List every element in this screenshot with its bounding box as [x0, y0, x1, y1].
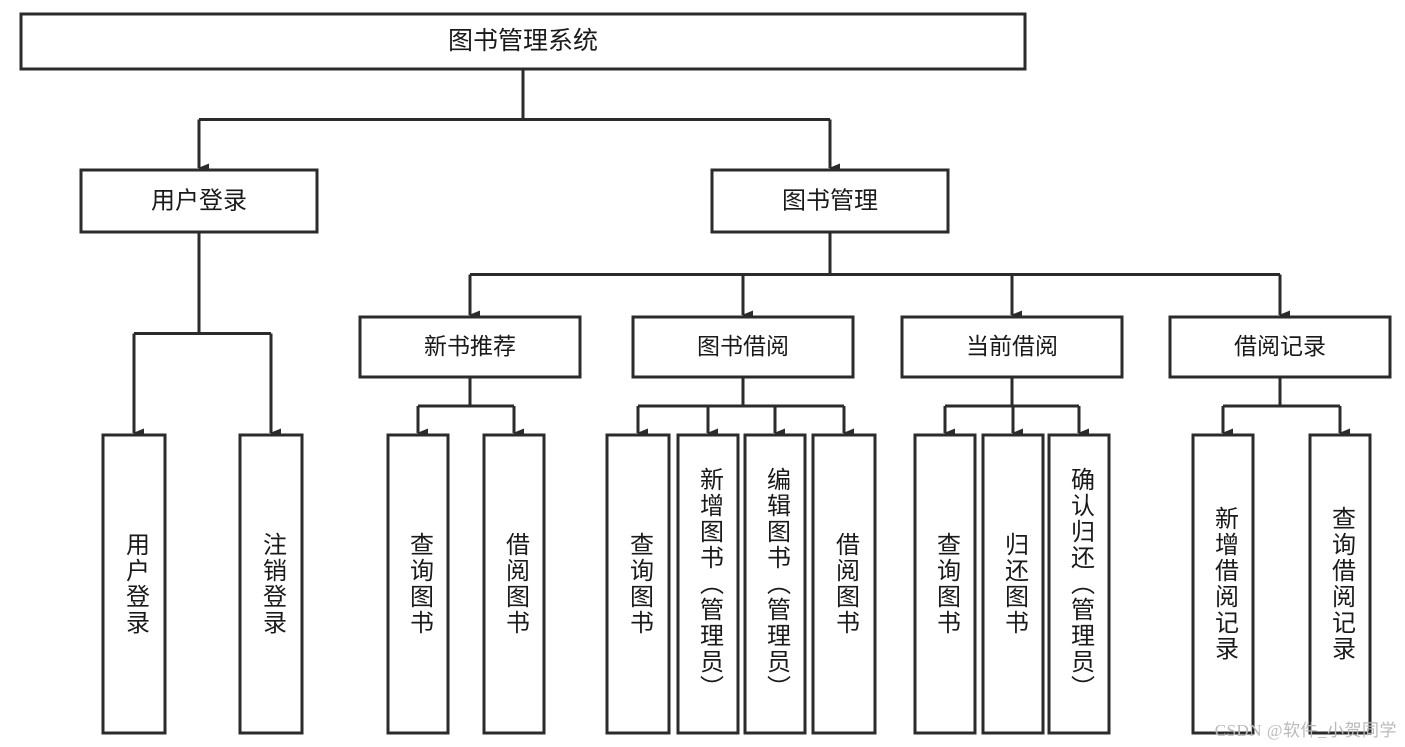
node-box-leaf-user-login [101, 433, 167, 735]
node-leaf-logout[interactable] [238, 433, 304, 735]
node-box-leaf-return-book [981, 433, 1045, 735]
node-box-leaf-borrow-book-2 [811, 433, 877, 735]
node-box-leaf-add-record [1191, 433, 1255, 735]
node-box-leaf-confirm-return [1047, 433, 1111, 735]
node-box-leaf-logout [238, 433, 304, 735]
node-label-new-book-rec: 新书推荐 [424, 333, 516, 359]
node-box-book-manage [710, 168, 950, 234]
node-label-root: 图书管理系统 [448, 27, 598, 55]
node-leaf-return-book[interactable] [981, 433, 1045, 735]
node-box-new-book-rec [358, 315, 582, 379]
node-leaf-borrow-book-1[interactable] [482, 433, 546, 735]
node-box-book-borrow [631, 315, 855, 379]
node-box-user-login [79, 168, 319, 234]
node-label-current-borrow: 当前借阅 [966, 333, 1058, 359]
node-book-borrow[interactable]: 图书借阅 [631, 315, 855, 379]
node-box-root [19, 12, 1027, 71]
node-leaf-add-book[interactable] [676, 433, 740, 735]
node-leaf-borrow-book-2[interactable] [811, 433, 877, 735]
node-box-leaf-query-book-2 [605, 433, 671, 735]
node-box-leaf-borrow-book-1 [482, 433, 546, 735]
node-box-leaf-add-book [676, 433, 740, 735]
node-label-user-login: 用户登录 [151, 187, 247, 214]
node-box-current-borrow [900, 315, 1124, 379]
node-box-borrow-record [1168, 315, 1392, 379]
node-root[interactable]: 图书管理系统 [19, 12, 1027, 71]
node-leaf-add-record[interactable] [1191, 433, 1255, 735]
node-leaf-query-book-2[interactable] [605, 433, 671, 735]
node-new-book-rec[interactable]: 新书推荐 [358, 315, 582, 379]
node-box-leaf-query-book-3 [913, 433, 977, 735]
node-leaf-edit-book[interactable] [743, 433, 807, 735]
node-label-book-manage: 图书管理 [782, 187, 878, 214]
connector-edges [132, 69, 1350, 438]
node-box-leaf-query-record [1308, 433, 1372, 735]
node-leaf-confirm-return[interactable] [1047, 433, 1111, 735]
node-leaf-user-login[interactable] [101, 433, 167, 735]
csdn-watermark: CSDN @软件_小贺同学 [1214, 721, 1397, 740]
node-label-borrow-record: 借阅记录 [1234, 333, 1326, 359]
node-leaf-query-book-1[interactable] [386, 433, 450, 735]
node-box-leaf-query-book-1 [386, 433, 450, 735]
node-box-leaf-edit-book [743, 433, 807, 735]
node-book-manage[interactable]: 图书管理 [710, 168, 950, 234]
node-current-borrow[interactable]: 当前借阅 [900, 315, 1124, 379]
node-user-login[interactable]: 用户登录 [79, 168, 319, 234]
node-label-book-borrow: 图书借阅 [697, 333, 789, 359]
node-leaf-query-record[interactable] [1308, 433, 1372, 735]
node-leaf-query-book-3[interactable] [913, 433, 977, 735]
node-borrow-record[interactable]: 借阅记录 [1168, 315, 1392, 379]
